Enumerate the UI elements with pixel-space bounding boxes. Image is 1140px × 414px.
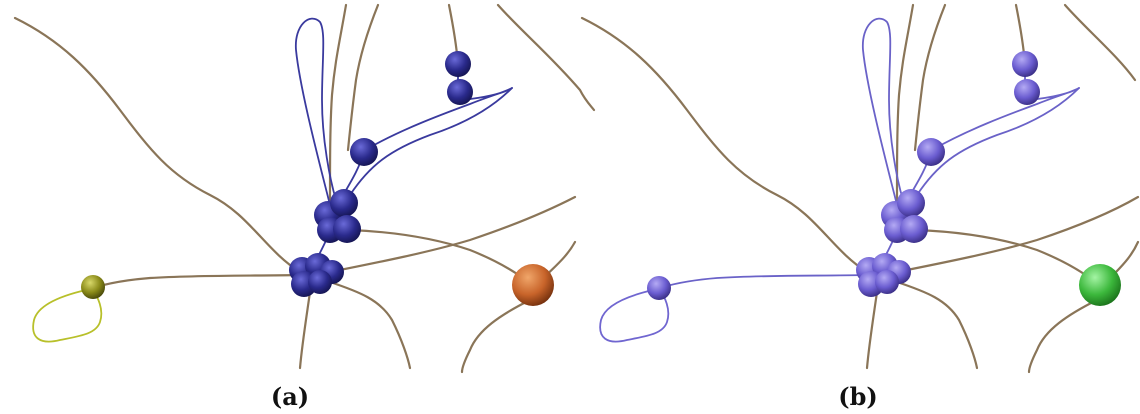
halo-mid-a [350,138,378,166]
highlight-upper-a [364,87,513,151]
halo-cluster-lower-b [856,253,911,297]
halo-upper-bottom-a [447,79,473,105]
highlight-upper-b [931,87,1080,151]
panel-a: (a) [13,3,596,411]
highlight-lower-a [349,87,513,196]
filament-bottom-a [298,290,312,370]
filament-top-far-right-a [496,3,596,112]
filament-bottom-right-b [1027,298,1099,374]
halo-clusters-b [647,51,1121,306]
background-filaments-a [13,3,596,374]
small-halo-loop-path-b [599,289,670,343]
filament-top-left-b [895,3,915,202]
filament-top-mid-b [913,3,947,152]
filament-bottom-mid-a [328,280,412,370]
halo-cluster-lower-a [289,253,344,297]
large-halo-a [512,264,554,306]
small-halo-loop-a [32,289,103,343]
filament-left-a [13,16,302,274]
halo-center-2-b [897,189,925,217]
small-halo-loop-path-a [32,289,103,343]
filament-right-a [328,195,577,274]
halo-lower-5-b [875,270,899,294]
halo-cluster-center-a [314,189,361,243]
filament-top-left-a [328,3,348,202]
highlight-to-small-halo-b [662,274,868,288]
small-halo-a [81,275,105,299]
large-halo-b [1079,264,1121,306]
halo-center-4-b [900,215,928,243]
halo-lower-5-a [308,270,332,294]
panel-b: (b) [580,3,1140,411]
filament-bottom-mid-b [895,280,979,370]
filament-bottom-right-a [460,298,532,374]
filament-top-mid-a [346,3,380,152]
filament-bottom-b [865,290,879,370]
halo-mid-b [917,138,945,166]
halo-center-4-a [333,215,361,243]
halo-upper-top-b [1012,51,1038,77]
highlight-loop-a [295,17,337,206]
halo-cluster-center-b [881,189,928,243]
highlight-lower-b [916,87,1080,196]
highlight-filaments-b [599,17,1080,343]
filament-to-large-halo-a [348,228,534,287]
halo-upper-top-a [445,51,471,77]
filament-to-large-halo-b [915,228,1101,287]
filament-left-b [580,16,869,274]
background-filaments-b [580,3,1140,374]
filament-right-b [895,195,1140,274]
highlight-loop-b [862,17,904,206]
halo-clusters-a [81,51,554,306]
filament-to-small-halo-a [94,273,302,289]
small-halo-b [647,276,671,300]
filament-top-far-right-b [1063,3,1137,82]
halo-center-2-a [330,189,358,217]
halo-upper-bottom-b [1014,79,1040,105]
caption-a: (a) [271,382,309,411]
caption-b: (b) [838,382,878,411]
